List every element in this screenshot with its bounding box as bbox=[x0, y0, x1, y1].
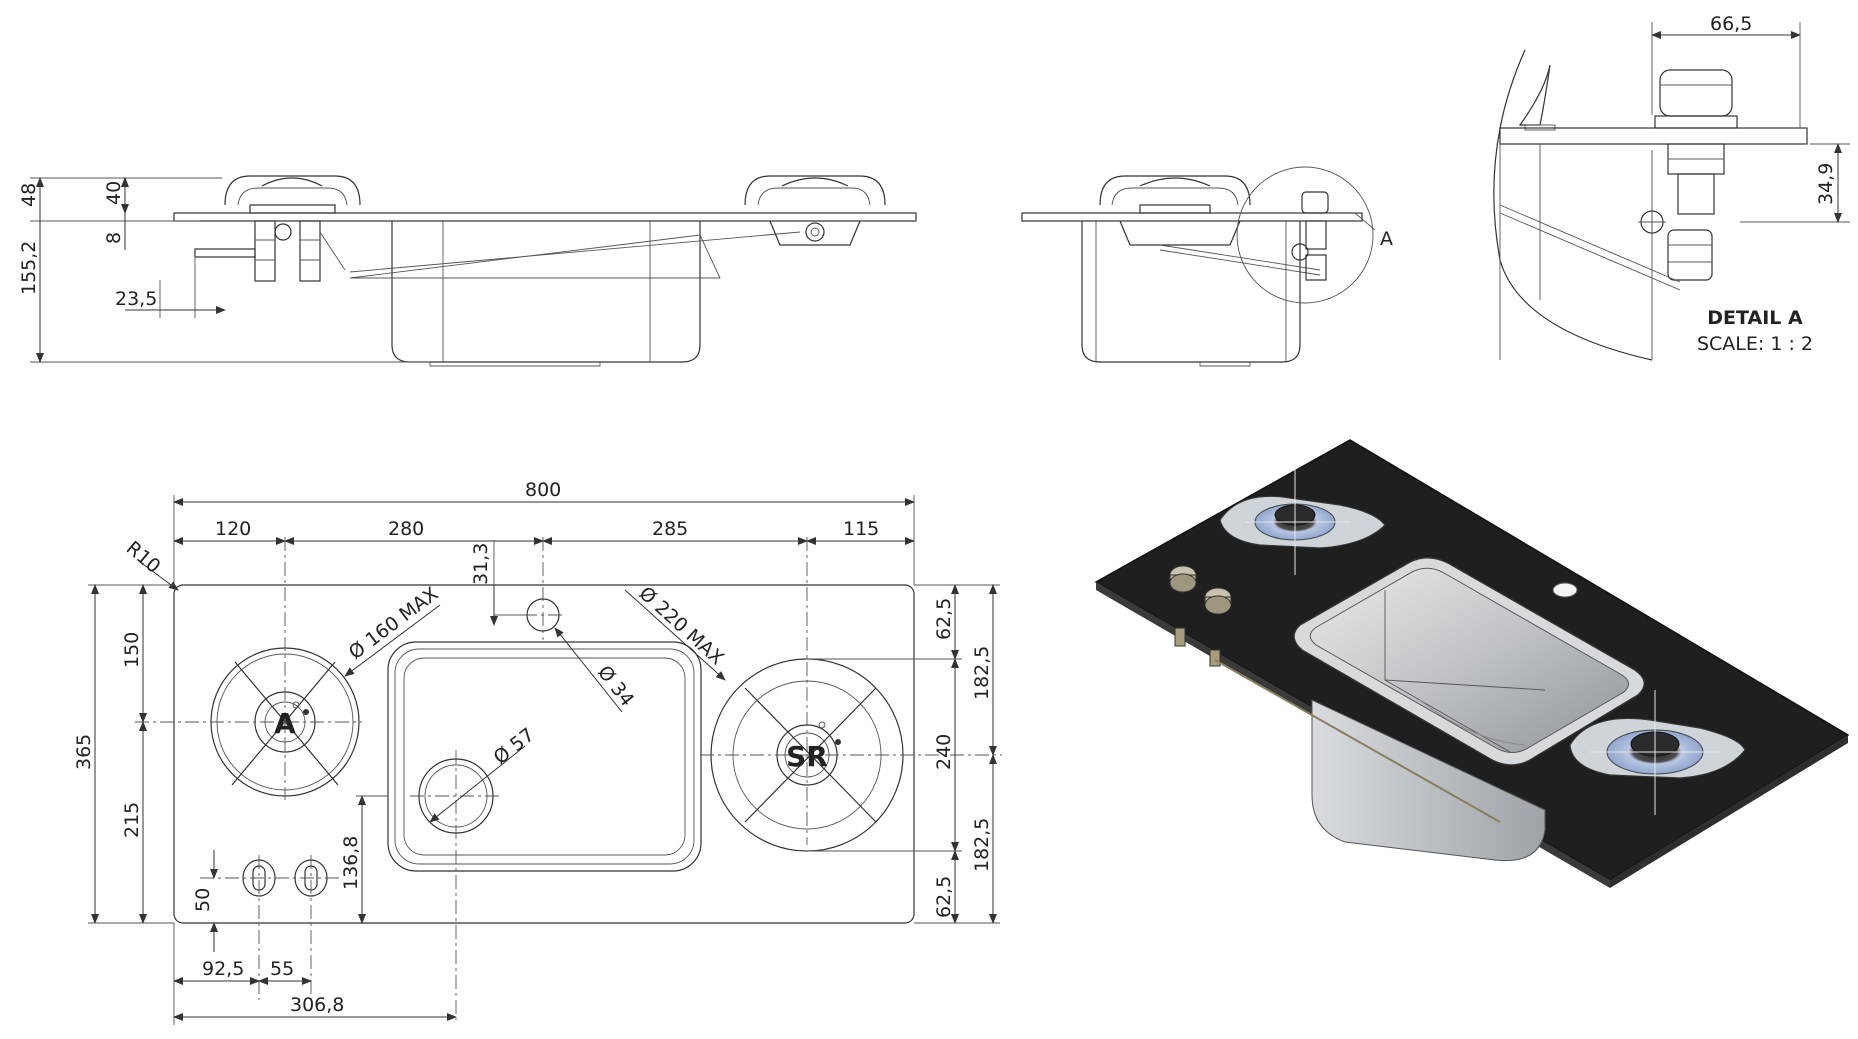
dim-dia-57: Ø 57 bbox=[490, 724, 539, 769]
dim-285: 285 bbox=[652, 518, 688, 540]
dim-50: 50 bbox=[192, 888, 214, 912]
detail-title: DETAIL A bbox=[1707, 307, 1803, 329]
dim-150: 150 bbox=[121, 632, 143, 668]
burner-sr-label: SR bbox=[786, 740, 828, 773]
plan-burner-a: A bbox=[135, 537, 362, 800]
side-dim-plate: 8 bbox=[103, 232, 125, 244]
dim-dia-34: Ø 34 bbox=[593, 662, 638, 711]
dim-31-3: 31,3 bbox=[470, 543, 492, 585]
plan-sink bbox=[387, 641, 702, 872]
dim-136-8: 136,8 bbox=[340, 836, 362, 890]
detail-scale: SCALE: 1 : 2 bbox=[1697, 333, 1813, 355]
dim-dia-160: Ø 160 MAX bbox=[345, 583, 443, 664]
side-dim-burner: 40 bbox=[103, 181, 125, 205]
end-valve bbox=[1291, 191, 1329, 281]
side-view: 155,2 48 40 8 23,5 bbox=[18, 175, 917, 367]
dim-115: 115 bbox=[843, 518, 879, 540]
iso-burner-bottom bbox=[1569, 690, 1746, 815]
side-dim-total: 155,2 bbox=[18, 241, 40, 295]
side-sink-bowl bbox=[391, 221, 701, 363]
dim-365: 365 bbox=[73, 734, 95, 770]
detail-dim-height: 34,9 bbox=[1815, 163, 1837, 205]
dim-215: 215 bbox=[121, 802, 143, 838]
iso-sink bbox=[1293, 557, 1645, 766]
side-dim-pipe: 23,5 bbox=[115, 288, 157, 310]
plan-burner-sr: SR bbox=[700, 537, 1002, 852]
dim-240: 240 bbox=[933, 734, 955, 770]
iso-knobs bbox=[1169, 565, 1232, 615]
side-plate bbox=[173, 212, 917, 222]
plan-outline bbox=[173, 584, 915, 924]
end-plate bbox=[1021, 212, 1363, 222]
dim-55: 55 bbox=[270, 958, 294, 980]
end-burner bbox=[1099, 175, 1321, 276]
end-view: A bbox=[1021, 166, 1393, 367]
dim-306-8: 306,8 bbox=[290, 994, 344, 1016]
dim-120: 120 bbox=[215, 518, 251, 540]
side-burner-left bbox=[194, 175, 361, 282]
plan-view: A SR 800 bbox=[73, 479, 1002, 1025]
detail-plate bbox=[1499, 127, 1808, 145]
detail-knob bbox=[1499, 69, 1738, 291]
plan-knobs bbox=[200, 855, 340, 1000]
detail-dim-width: 66,5 bbox=[1710, 13, 1752, 35]
dim-280: 280 bbox=[388, 518, 424, 540]
dim-62-5-top: 62,5 bbox=[933, 598, 955, 640]
dim-dia-220: Ø 220 MAX bbox=[635, 582, 728, 669]
dim-92-5: 92,5 bbox=[202, 958, 244, 980]
iso-tap-hole bbox=[1552, 582, 1578, 598]
side-burner-right bbox=[744, 175, 886, 246]
detail-marker: A bbox=[1380, 228, 1393, 250]
dim-62-5-bottom: 62,5 bbox=[933, 876, 955, 918]
dim-182-5-lower: 182,5 bbox=[971, 818, 993, 872]
dim-r10: R10 bbox=[122, 537, 165, 578]
plan-drain bbox=[410, 750, 502, 1020]
side-dim-top: 48 bbox=[18, 183, 40, 207]
detail-boundary bbox=[1493, 49, 1653, 361]
iso-burner-top bbox=[1219, 465, 1386, 575]
dim-800: 800 bbox=[525, 479, 561, 501]
isometric-render bbox=[1094, 439, 1850, 888]
detail-circle bbox=[1236, 166, 1374, 304]
burner-a-label: A bbox=[274, 707, 296, 740]
dim-182-5-upper: 182,5 bbox=[971, 646, 993, 700]
detail-a: 66,5 34,9 DETAIL A SCALE: 1 : 2 bbox=[1493, 13, 1850, 361]
